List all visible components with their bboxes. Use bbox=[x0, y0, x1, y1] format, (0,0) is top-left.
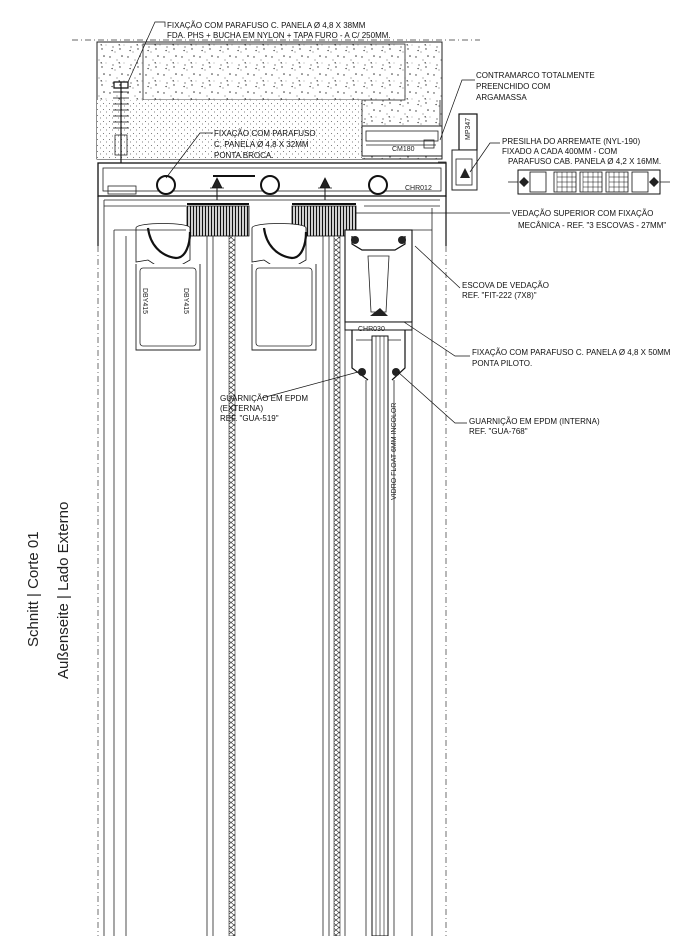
concrete-slab bbox=[96, 41, 443, 160]
side-label-line2: Außenseite | Lado Externo bbox=[55, 502, 72, 679]
tag-dby415-b: DBY415 bbox=[182, 288, 189, 314]
note-gua519-1: GUARNIÇÃO EM EPDM bbox=[220, 394, 308, 403]
tag-cm180: CM180 bbox=[392, 146, 415, 153]
mp347-profile bbox=[451, 113, 478, 191]
glass-pane bbox=[365, 335, 395, 936]
side-label-line1: Schnitt | Corte 01 bbox=[25, 531, 42, 647]
roller-dby415-b bbox=[251, 223, 317, 351]
note-escova-1: ESCOVA DE VEDAÇÃO bbox=[462, 281, 549, 290]
note-fix-50-1: FIXAÇÃO COM PARAFUSO C. PANELA Ø 4,8 X 5… bbox=[472, 348, 671, 357]
contramarco-cm180 bbox=[361, 125, 443, 157]
sash-chr030 bbox=[344, 229, 413, 381]
frame-verticals bbox=[97, 200, 447, 936]
note-gua519-2: (EXTERNA) bbox=[220, 404, 263, 413]
roller-dby415-a bbox=[135, 223, 201, 351]
note-fix-50-2: PONTA PILOTO. bbox=[472, 359, 532, 368]
rail-chain-a bbox=[228, 235, 236, 936]
note-glass: VIDRO FLOAT 6MM INCOLOR bbox=[391, 403, 398, 500]
rail-chain-b bbox=[333, 235, 341, 936]
note-escova-2: REF. "FIT-222 (7X8)" bbox=[462, 291, 537, 300]
note-presilha-3: PARAFUSO CAB. PANELA Ø 4,2 X 16MM. bbox=[508, 157, 661, 166]
note-fix-mid-2: C. PANELA Ø 4,8 X 32MM bbox=[214, 140, 309, 149]
note-vedacao-2: MECÂNICA - REF. "3 ESCOVAS - 27MM" bbox=[518, 221, 666, 230]
note-fix-mid-3: PONTA BROCA. bbox=[214, 151, 273, 160]
note-gua519-3: REF. "GUA-519" bbox=[220, 414, 279, 423]
note-presilha-2: FIXADO A CADA 400MM - COM bbox=[502, 147, 617, 156]
note-contramarco-3: ARGAMASSA bbox=[476, 93, 527, 102]
note-fix-top-2: FDA. PHS + BUCHA EM NYLON + TAPA FURO - … bbox=[167, 31, 391, 40]
note-gua768-2: REF. "GUA-768" bbox=[469, 427, 528, 436]
head-screws bbox=[156, 175, 388, 200]
presilha-detail bbox=[508, 169, 670, 195]
note-gua768-1: GUARNIÇÃO EM EPDM (INTERNA) bbox=[469, 417, 600, 426]
note-presilha-1: PRESILHA DO ARREMATE (NYL-190) bbox=[502, 137, 640, 146]
note-contramarco-2: PREENCHIDO COM bbox=[476, 82, 551, 91]
note-fix-top-1: FIXAÇÃO COM PARAFUSO C. PANELA Ø 4,8 X 3… bbox=[167, 21, 366, 30]
tag-chr012: CHR012 bbox=[405, 185, 432, 192]
leader-lines bbox=[127, 21, 510, 424]
note-vedacao-1: VEDAÇÃO SUPERIOR COM FIXAÇÃO bbox=[512, 209, 653, 218]
note-fix-mid-1: FIXAÇÃO COM PARAFUSO bbox=[214, 129, 316, 138]
note-contramarco-1: CONTRAMARCO TOTALMENTE bbox=[476, 71, 595, 80]
tag-chr030: CHR030 bbox=[358, 326, 385, 333]
anchor-bolt bbox=[113, 81, 129, 178]
tag-mp347: MP347 bbox=[465, 118, 472, 140]
tag-dby415-a: DBY415 bbox=[141, 288, 148, 314]
